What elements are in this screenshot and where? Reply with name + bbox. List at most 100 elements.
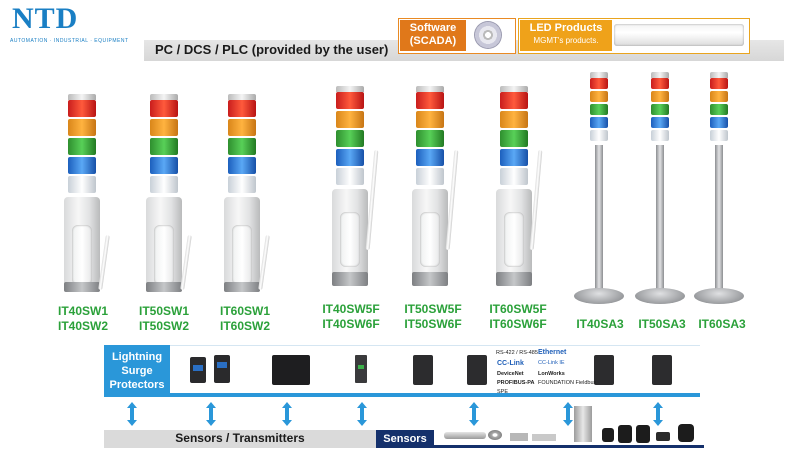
tower-sw2-lamp bbox=[228, 119, 256, 136]
protocol-foundation: FOUNDATION Fieldbus bbox=[538, 380, 597, 386]
tower-sw1-lamp bbox=[150, 138, 178, 155]
probe-icon bbox=[656, 432, 670, 441]
device-strip bbox=[170, 345, 700, 397]
tower-sw1-lamp bbox=[150, 157, 178, 174]
tower-sa1-lamp bbox=[651, 91, 669, 102]
blue-terminal-icon bbox=[217, 362, 227, 368]
led-products-label: LED Products MGMT's products. bbox=[520, 20, 612, 51]
tower-sa2-lamp bbox=[710, 104, 728, 115]
double-arrow-icon bbox=[357, 402, 367, 426]
ct-sensor-icon-2 bbox=[618, 425, 632, 443]
tower-sa1-lamp bbox=[651, 104, 669, 115]
led-products-subtitle: MGMT's products. bbox=[533, 36, 599, 45]
sensor-ring-icon bbox=[488, 430, 502, 440]
tower-sa1-lamp bbox=[651, 78, 669, 89]
green-indicator-icon bbox=[358, 365, 364, 369]
tower-base-disc bbox=[574, 288, 624, 304]
tower-pole bbox=[656, 145, 664, 294]
model-label-it60sw: IT60SW1 IT60SW2 bbox=[214, 304, 276, 334]
lightning-surge-protectors-label: Lightning Surge Protectors bbox=[104, 345, 170, 397]
model-line1: IT40SW1 bbox=[57, 304, 108, 318]
protocol-ethernet: Ethernet bbox=[538, 349, 567, 356]
tower-sw2-lamp bbox=[228, 138, 256, 155]
tower-sa2-lamp bbox=[710, 130, 728, 141]
ct-sensor-icon-3 bbox=[636, 425, 650, 443]
model-label-it60sa3: IT60SA3 bbox=[698, 317, 746, 331]
surge-protector-device-3 bbox=[272, 355, 310, 385]
model-line2: IT60SW2 bbox=[219, 319, 270, 333]
model-label-it40sw5f: IT40SW5F IT40SW6F bbox=[314, 302, 388, 332]
tower-sa0-lamp bbox=[590, 91, 608, 102]
model-label-it40sa3: IT40SA3 bbox=[576, 317, 624, 331]
tower-swf0-lamp bbox=[336, 92, 364, 109]
tower-base bbox=[224, 282, 260, 292]
tower-swf1-lamp bbox=[416, 149, 444, 166]
ct-sensor-icon-1 bbox=[602, 428, 614, 442]
signal-converter-4 bbox=[652, 355, 672, 385]
sensors-transmitters-label: Sensors / Transmitters bbox=[175, 431, 305, 445]
tower-swf1-lamp bbox=[416, 130, 444, 147]
tower-sa0-lamp bbox=[590, 117, 608, 128]
protocol-lonworks: LonWorks bbox=[538, 371, 565, 377]
double-arrow-icon bbox=[563, 402, 573, 426]
tower-sw0-lamp bbox=[68, 157, 96, 174]
clamp-sensor-icon bbox=[678, 424, 694, 442]
tower-pole bbox=[715, 145, 723, 294]
logo-tagline: AUTOMATION · INDUSTRIAL · EQUIPMENT bbox=[10, 38, 129, 44]
protocol-devicenet: DeviceNet bbox=[497, 371, 524, 377]
model-line1: IT40SW5F bbox=[322, 302, 380, 316]
tower-window bbox=[72, 225, 92, 285]
tower-sw2-lamp bbox=[228, 100, 256, 117]
sensors-transmitters-bar bbox=[104, 430, 376, 448]
tower-swf0-lamp bbox=[336, 168, 364, 185]
tower-sw2-lamp bbox=[228, 176, 256, 193]
sensor-block-icon bbox=[510, 433, 528, 441]
sensors-underline bbox=[434, 445, 704, 448]
tower-window bbox=[232, 225, 252, 285]
model-label-it50sa3: IT50SA3 bbox=[638, 317, 686, 331]
tower-sw1-lamp bbox=[150, 176, 178, 193]
tower-swf2-lamp bbox=[500, 130, 528, 147]
tower-swf0-lamp bbox=[336, 149, 364, 166]
double-arrow-icon bbox=[127, 402, 137, 426]
model-line1: IT60SW1 bbox=[219, 304, 270, 318]
model-label-it60sw5f: IT60SW5F IT60SW6F bbox=[481, 302, 555, 332]
tower-sa0-lamp bbox=[590, 78, 608, 89]
tower-sw0-lamp bbox=[68, 100, 96, 117]
tower-swf1-lamp bbox=[416, 92, 444, 109]
tower-sa1-lamp bbox=[651, 130, 669, 141]
tower-swf2-lamp bbox=[500, 111, 528, 128]
software-line1: Software bbox=[409, 22, 457, 34]
software-line2: (SCADA) bbox=[409, 35, 457, 47]
tower-sw0-lamp bbox=[68, 119, 96, 136]
surge-protector-device-2 bbox=[214, 355, 230, 383]
tower-swf0-cap bbox=[336, 86, 364, 92]
led-tube-icon bbox=[614, 24, 744, 46]
signal-converter-2 bbox=[467, 355, 487, 385]
tower-sa1-lamp bbox=[651, 117, 669, 128]
model-line1: IT50SW1 bbox=[138, 304, 189, 318]
signal-converter-3 bbox=[594, 355, 614, 385]
tower-swf1-lamp bbox=[416, 168, 444, 185]
tower-window bbox=[504, 212, 524, 267]
tower-pole bbox=[595, 145, 603, 294]
tower-sa2-lamp bbox=[710, 78, 728, 89]
pc-dcs-plc-label: PC / DCS / PLC (provided by the user) bbox=[155, 42, 389, 57]
lightning-line1: Lightning bbox=[111, 351, 163, 363]
model-label-it50sw: IT50SW1 IT50SW2 bbox=[133, 304, 195, 334]
tower-window bbox=[420, 212, 440, 267]
tower-sw1-lamp bbox=[150, 119, 178, 136]
tower-window bbox=[340, 212, 360, 267]
software-scada-label: Software (SCADA) bbox=[400, 20, 466, 51]
load-cell-icon bbox=[574, 406, 592, 442]
surge-protector-device-4 bbox=[355, 355, 367, 383]
tower-sa0-lamp bbox=[590, 130, 608, 141]
double-arrow-icon bbox=[653, 402, 663, 426]
tower-swf0-lamp bbox=[336, 111, 364, 128]
tower-sw2-lamp bbox=[228, 157, 256, 174]
protocol-rs: RS-422 / RS-485 bbox=[496, 350, 538, 356]
tower-base bbox=[412, 272, 448, 286]
model-label-it50sw5f: IT50SW5F IT50SW6F bbox=[396, 302, 470, 332]
blue-terminal-icon bbox=[193, 365, 203, 371]
sensors-label: Sensors bbox=[376, 430, 434, 448]
